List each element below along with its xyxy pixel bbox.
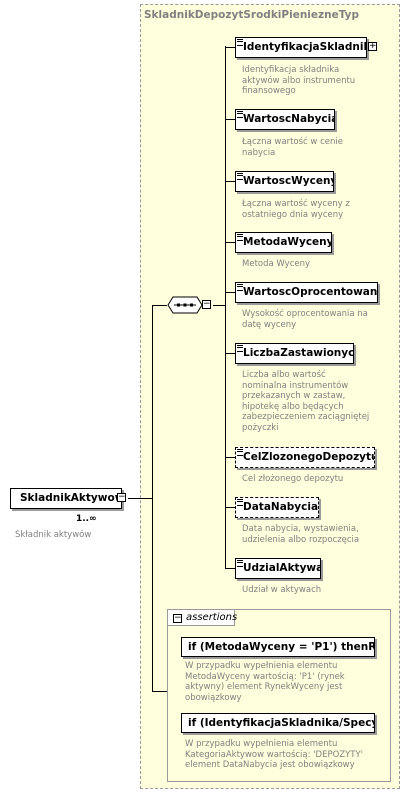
- trunk-to-sequence: [152, 305, 167, 306]
- element-corner-icon: [237, 173, 243, 180]
- element-label: LiczbaZastawionych: [243, 347, 354, 359]
- root-element-box[interactable]: SkladnikAktywow: [10, 488, 125, 509]
- element-label: IdentyfikacjaSkladnika: [243, 41, 367, 53]
- element-corner-icon: [237, 449, 243, 456]
- branch-line: [225, 119, 235, 120]
- sequence-compositor-icon[interactable]: [167, 296, 203, 314]
- element-data-nabycia[interactable]: DataNabycia: [235, 497, 319, 518]
- element-description: Metoda Wyceny: [242, 259, 311, 269]
- root-cardinality: 1..∞: [76, 514, 97, 524]
- branch-line: [225, 242, 235, 243]
- element-label: WartoscOprocentowania: [243, 286, 378, 298]
- root-element-label: SkladnikAktywow: [20, 492, 125, 504]
- assertions-label: assertions: [186, 612, 238, 623]
- element-wartosc-nabycia[interactable]: WartoscNabycia: [235, 109, 335, 130]
- element-label: MetodaWyceny: [243, 236, 332, 248]
- element-label: DataNabycia: [243, 501, 319, 513]
- element-corner-icon: [237, 234, 243, 241]
- element-description: Udział w aktywach: [242, 585, 322, 595]
- element-corner-icon: [237, 284, 243, 291]
- sequence-connector: [213, 305, 225, 306]
- element-label: UdzialAktywa: [243, 562, 321, 574]
- root-trunk-line: [152, 305, 153, 692]
- element-cel-zlozonego-depozytu[interactable]: CelZlozonegoDepozytu: [235, 447, 375, 468]
- branch-line: [225, 507, 235, 508]
- assertion-label: if (MetodaWyceny = 'P1') thenRy...: [188, 641, 375, 653]
- element-udzial-aktywa[interactable]: UdzialAktywa: [235, 558, 321, 579]
- complex-type-title: SkladnikDepozytSrodkiPieniezneTyp: [144, 9, 359, 21]
- assertions-tab[interactable]: [168, 610, 235, 626]
- branch-line: [225, 568, 235, 569]
- element-identyfikacja-skladnika[interactable]: IdentyfikacjaSkladnika: [235, 37, 367, 58]
- branch-line: [225, 353, 235, 354]
- element-label: CelZlozonegoDepozytu: [243, 451, 375, 463]
- element-description: Data nabycia, wystawienia,udzielenia alb…: [242, 524, 360, 545]
- collapse-icon[interactable]: −: [117, 492, 126, 502]
- element-corner-icon: [237, 345, 243, 352]
- assertions-collapse-icon[interactable]: −: [173, 613, 182, 623]
- branch-line: [225, 181, 235, 182]
- element-corner-icon: [237, 111, 243, 118]
- element-corner-icon: [237, 39, 243, 46]
- element-label: WartoscNabycia: [243, 113, 335, 125]
- element-liczba-zastawionych[interactable]: LiczbaZastawionych: [235, 343, 354, 364]
- sequence-collapse-icon[interactable]: −: [202, 299, 211, 309]
- element-wartosc-oprocentowania[interactable]: WartoscOprocentowania: [235, 282, 378, 303]
- branch-line: [225, 457, 235, 458]
- assertion-box[interactable]: if (IdentyfikacjaSkladnika/Specyfi...: [181, 713, 375, 733]
- assertion-box[interactable]: if (MetodaWyceny = 'P1') thenRy...: [181, 637, 375, 657]
- expand-icon[interactable]: +: [368, 41, 377, 51]
- element-metoda-wyceny[interactable]: MetodaWyceny: [235, 232, 332, 253]
- assertion-label: if (IdentyfikacjaSkladnika/Specyfi...: [188, 717, 374, 729]
- element-corner-icon: [237, 499, 243, 506]
- branch-line: [225, 47, 235, 48]
- element-corner-icon: [237, 560, 243, 567]
- element-label: WartoscWyceny: [243, 175, 334, 187]
- branch-line: [225, 292, 235, 293]
- root-connector: [128, 498, 152, 499]
- root-description: Składnik aktywów: [15, 530, 92, 540]
- sequence-trunk-line: [225, 46, 226, 569]
- element-description: Cel złożonego depozytu: [242, 474, 344, 484]
- element-wartosc-wyceny[interactable]: WartoscWyceny: [235, 171, 334, 192]
- trunk-to-assertions: [152, 691, 167, 692]
